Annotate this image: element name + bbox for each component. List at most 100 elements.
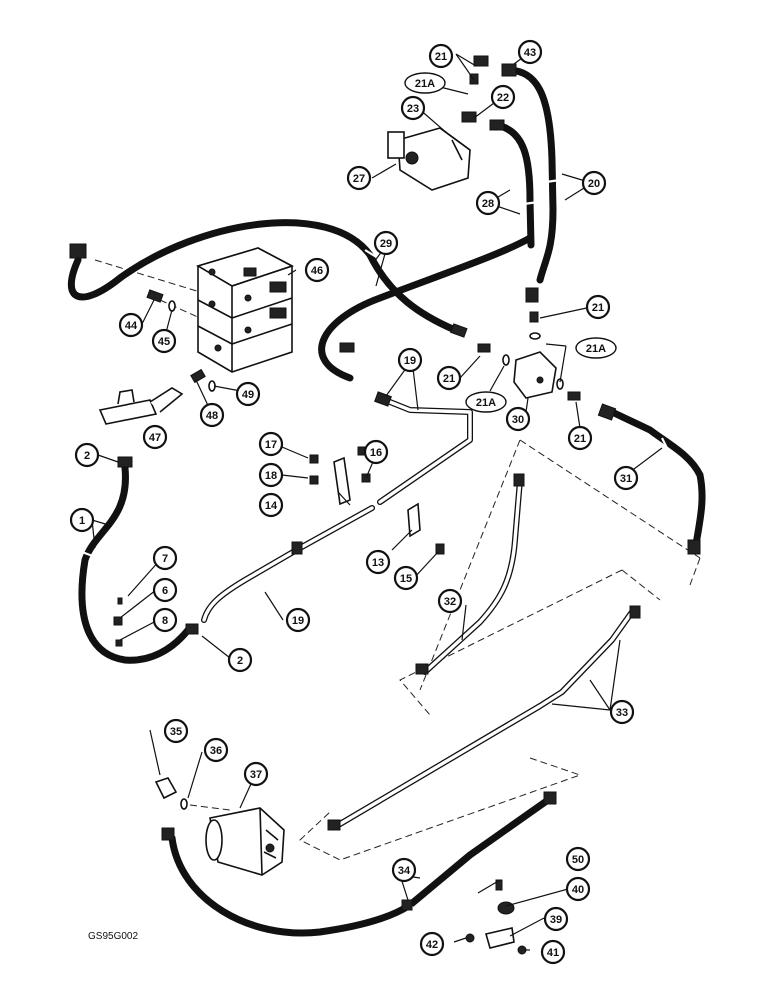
- svg-text:34: 34: [398, 865, 411, 877]
- callout-34: 34: [391, 857, 417, 883]
- svg-text:14: 14: [265, 500, 278, 512]
- callout-46: 46: [304, 257, 330, 283]
- svg-text:6: 6: [162, 585, 168, 597]
- callout-20: 20: [581, 170, 607, 196]
- svg-text:21: 21: [435, 51, 447, 63]
- bracket-13: [407, 502, 421, 538]
- callout-30: 30: [505, 406, 531, 432]
- callout-21A-top: 21A: [404, 72, 446, 94]
- callout-19-lower: 19: [285, 607, 311, 633]
- manifold-30: [513, 351, 557, 399]
- hose-20: [506, 66, 561, 284]
- svg-text:21A: 21A: [476, 397, 496, 409]
- svg-text:42: 42: [426, 939, 438, 951]
- callout-6: 6: [152, 577, 178, 603]
- svg-text:27: 27: [353, 173, 365, 185]
- pump-37: [205, 807, 285, 876]
- svg-text:16: 16: [370, 447, 382, 459]
- svg-text:18: 18: [265, 470, 277, 482]
- callout-29: 29: [373, 230, 399, 256]
- callout-14: 14: [258, 492, 284, 518]
- callout-21A-middle: 21A: [465, 391, 507, 413]
- leader-lines: [91, 51, 663, 951]
- callout-44: 44: [118, 312, 144, 338]
- callout-21-top: 21: [428, 43, 454, 69]
- svg-text:35: 35: [170, 726, 182, 738]
- svg-text:21: 21: [574, 433, 586, 445]
- callout-21-lower: 21: [567, 425, 593, 451]
- svg-text:20: 20: [588, 178, 600, 190]
- svg-text:41: 41: [547, 947, 559, 959]
- svg-text:47: 47: [149, 432, 161, 444]
- callout-35: 35: [163, 718, 189, 744]
- callout-2-lower: 2: [227, 647, 253, 673]
- svg-text:7: 7: [162, 553, 168, 565]
- svg-text:21A: 21A: [586, 343, 606, 355]
- tube-19-lower: [201, 505, 375, 623]
- hose-29-lower: [318, 234, 534, 382]
- callout-27: 27: [346, 165, 372, 191]
- svg-text:2: 2: [237, 655, 243, 667]
- svg-text:29: 29: [380, 238, 392, 250]
- tube-32: [422, 477, 523, 675]
- callout-43: 43: [517, 39, 543, 65]
- drawing-reference: GS95G002: [88, 931, 138, 942]
- callout-23: 23: [400, 95, 426, 121]
- svg-text:21A: 21A: [415, 78, 435, 90]
- dashed-outline-lower: [299, 757, 582, 861]
- callout-31: 31: [613, 465, 639, 491]
- svg-text:19: 19: [292, 615, 304, 627]
- fittings: [69, 55, 701, 955]
- svg-text:49: 49: [242, 389, 254, 401]
- svg-text:44: 44: [125, 320, 138, 332]
- svg-text:45: 45: [158, 336, 170, 348]
- svg-text:22: 22: [497, 92, 509, 104]
- dashed-outline-pump: [189, 804, 231, 811]
- callout-8: 8: [152, 607, 178, 633]
- dashed-outline-middle: [399, 569, 661, 716]
- callout-18: 18: [258, 462, 284, 488]
- clip-39: [484, 927, 515, 949]
- callout-47: 47: [142, 424, 168, 450]
- callout-41: 41: [540, 939, 566, 965]
- svg-text:33: 33: [616, 707, 628, 719]
- pump-27: [387, 127, 471, 191]
- control-valve-block-46: [196, 247, 295, 373]
- svg-text:32: 32: [444, 596, 456, 608]
- callout-40: 40: [565, 876, 591, 902]
- bracket-14: [333, 456, 351, 506]
- svg-text:50: 50: [572, 854, 584, 866]
- callout-22: 22: [490, 84, 516, 110]
- callout-50: 50: [565, 846, 591, 872]
- svg-text:21: 21: [443, 373, 455, 385]
- svg-text:43: 43: [524, 47, 536, 59]
- hose-1: [78, 464, 192, 664]
- dashed-outline-valve: [94, 259, 201, 319]
- callout-33: 33: [609, 699, 635, 725]
- tee-fitting-47: [98, 387, 184, 425]
- svg-text:13: 13: [372, 557, 384, 569]
- callout-39: 39: [543, 906, 569, 932]
- callout-21-middle: 21: [436, 365, 462, 391]
- svg-text:39: 39: [550, 914, 562, 926]
- callout-32: 32: [437, 588, 463, 614]
- callout-17: 17: [258, 431, 284, 457]
- dashed-outline-upper: [419, 439, 701, 691]
- svg-text:21: 21: [592, 302, 604, 314]
- callout-42: 42: [419, 931, 445, 957]
- svg-text:15: 15: [400, 573, 412, 585]
- callout-37: 37: [243, 761, 269, 787]
- callout-2-upper: 2: [74, 442, 100, 468]
- svg-text:36: 36: [210, 745, 222, 757]
- tube-19-upper: [377, 397, 473, 505]
- svg-text:17: 17: [265, 439, 277, 451]
- callout-13: 13: [365, 549, 391, 575]
- svg-text:23: 23: [407, 103, 419, 115]
- hose-28: [492, 121, 539, 249]
- callout-28: 28: [475, 190, 501, 216]
- svg-text:31: 31: [620, 473, 632, 485]
- svg-text:48: 48: [206, 410, 218, 422]
- callout-16: 16: [363, 439, 389, 465]
- callout-36: 36: [203, 737, 229, 763]
